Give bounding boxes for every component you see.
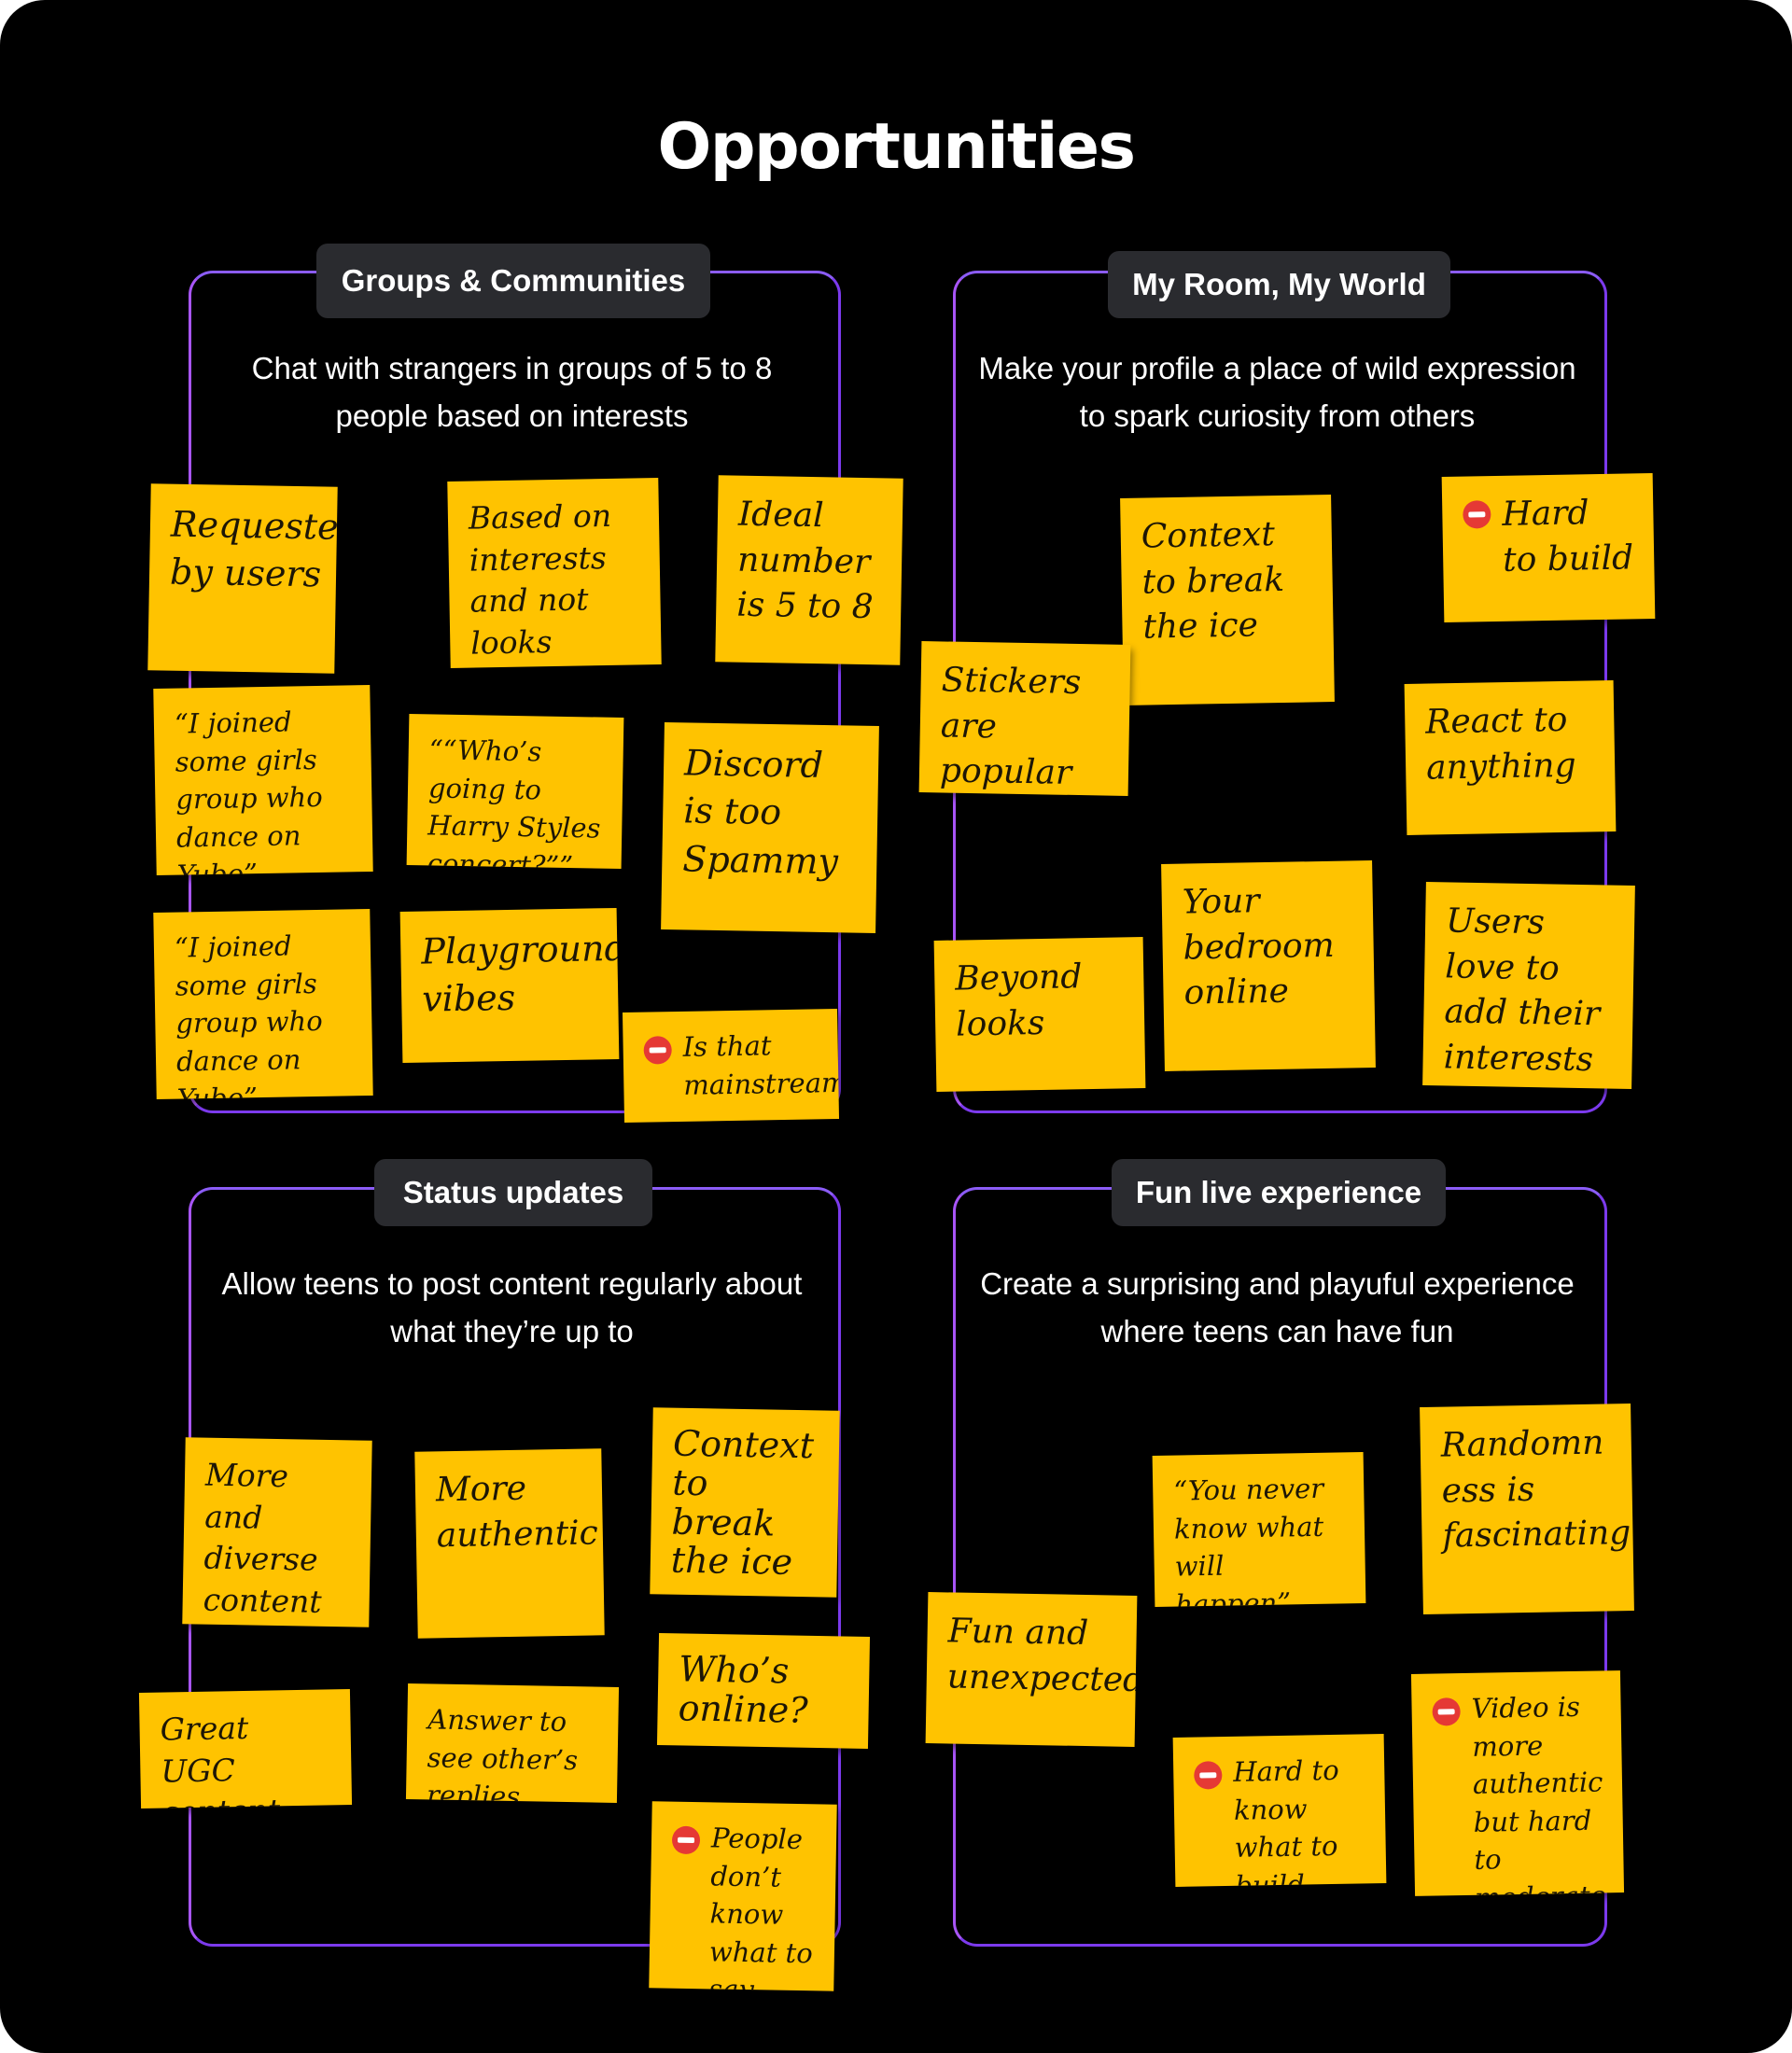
sticky-note: Is that mainstream? [622,1009,840,1123]
no-entry-icon [643,1036,672,1065]
sticky-note: Playground vibes [399,907,620,1064]
section-label: Fun live experience [1112,1159,1446,1226]
sticky-note: Who’s online? [656,1633,871,1749]
sticky-note: Hard to know what to build [1172,1734,1387,1887]
sticky-note: “I joined some girls group who dance on … [153,908,373,1100]
section-label: Status updates [374,1159,652,1226]
sticky-note: More authentic [414,1448,605,1639]
sticky-note: Fun and unexpected [925,1592,1138,1747]
sticky-note: Answer to see other’s replies [405,1683,620,1803]
sticky-note: More and diverse content [182,1437,372,1627]
sticky-note: Great UGC content [138,1689,353,1809]
sticky-note: Requested by users [147,483,338,674]
no-entry-icon [671,1825,701,1855]
sticky-note: Your bedroom online [1161,860,1376,1071]
sticky-note: “I joined some girls group who dance on … [153,684,373,876]
sticky-note: Discord is too Spammy [661,722,879,933]
section-label: Groups & Communities [316,244,710,318]
sticky-note: Stickers are popular [918,641,1131,796]
sticky-note: Randomn ess is fascinating [1420,1404,1634,1614]
no-entry-icon [1463,500,1491,529]
sticky-note: Context to break the ice [1120,495,1335,705]
sticky-note: Hard to build [1441,473,1656,622]
no-entry-icon [1194,1761,1223,1790]
sticky-note: People don’t know what to say “HMU” [649,1801,837,1991]
section-label: My Room, My World [1108,251,1450,318]
sticky-note: “You never know what will happen” [1152,1452,1366,1607]
page-title: Opportunities [657,110,1136,184]
section-description: Create a surprising and playuful experie… [980,1266,1575,1348]
section-description: Allow teens to post content regularly ab… [221,1266,803,1348]
no-entry-icon [1432,1697,1461,1726]
sticky-note: Ideal number is 5 to 8 [715,475,903,665]
section-description: Chat with strangers in groups of 5 to 8 … [251,351,773,433]
sticky-note: Users love to add their interests [1422,882,1635,1089]
sticky-note: Context to break the ice [650,1407,840,1598]
sticky-note: Video is more authentic but hard to mode… [1410,1670,1625,1896]
sticky-note: Beyond looks [933,937,1146,1092]
section-description: Make your profile a place of wild expres… [978,351,1576,433]
sticky-note: ““Who’s going to Harry Styles concert?”” [406,714,624,869]
sticky-note: Based on interests and not looks [447,478,662,668]
sticky-note: React to anything [1404,680,1617,835]
